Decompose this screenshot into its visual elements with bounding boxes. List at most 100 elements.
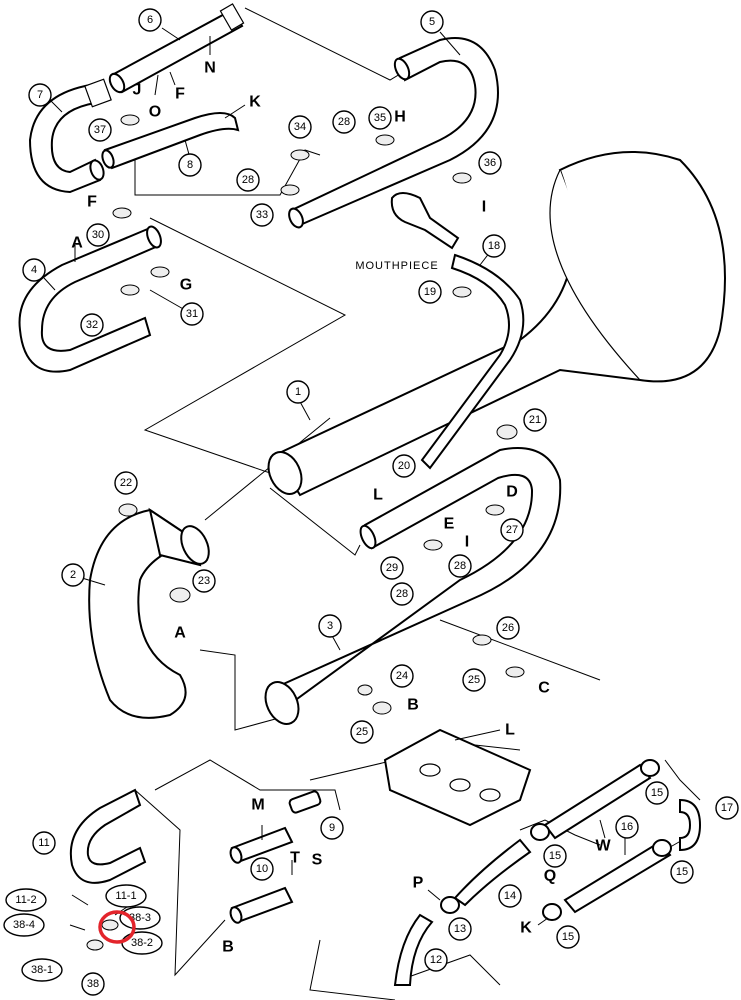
svg-text:29: 29 [386, 562, 398, 574]
svg-text:9: 9 [329, 822, 335, 834]
letter-M: M [251, 797, 264, 814]
callout-34: 34 [288, 115, 312, 139]
callout-38-4: 38-4 [3, 913, 45, 937]
callout-33: 33 [250, 203, 274, 227]
callout-37: 37 [88, 118, 112, 142]
letter-A-top: A [71, 235, 83, 252]
svg-text:3: 3 [327, 620, 333, 632]
svg-text:28: 28 [396, 588, 408, 600]
letter-I-mid: I [465, 534, 469, 551]
letter-N: N [204, 60, 216, 77]
callout-1: 1 [286, 380, 310, 404]
callout-20: 20 [392, 454, 416, 478]
callout-25-right: 25 [462, 668, 486, 692]
mouthpiece-label: MOUTHPIECE [355, 260, 438, 272]
letter-E: E [444, 516, 455, 533]
valve-block [383, 728, 532, 827]
part-10-tubes [229, 826, 294, 924]
svg-text:15: 15 [549, 850, 561, 862]
letter-I-top: I [482, 199, 486, 216]
callout-15-a: 15 [645, 781, 669, 805]
callout-11: 11 [32, 831, 56, 855]
part-8-tube [101, 112, 240, 170]
letter-D: D [506, 484, 518, 501]
svg-text:15: 15 [651, 787, 663, 799]
callout-28-right: 28 [448, 554, 472, 578]
svg-text:11-2: 11-2 [15, 894, 36, 906]
letter-T: T [290, 850, 300, 867]
svg-text:20: 20 [398, 460, 410, 472]
svg-text:4: 4 [31, 264, 37, 276]
svg-text:1: 1 [295, 386, 301, 398]
callout-29: 29 [380, 556, 404, 580]
letter-F-top: F [175, 86, 185, 103]
part-18-leadpipe [420, 253, 525, 470]
letter-K-top: K [249, 94, 261, 111]
svg-text:21: 21 [529, 414, 541, 426]
svg-text:32: 32 [86, 319, 98, 331]
callout-28-low: 28 [390, 582, 414, 606]
small-clamps [86, 114, 525, 951]
callout-11-1: 11-1 [105, 884, 147, 908]
part-12-tube [393, 913, 434, 986]
callout-27: 27 [500, 518, 524, 542]
callout-6: 6 [138, 8, 162, 32]
letter-L-bottom: L [505, 722, 515, 739]
callout-15-d: 15 [556, 925, 580, 949]
svg-text:14: 14 [504, 890, 516, 902]
callout-18: 18 [482, 234, 506, 258]
mouthpiece [390, 192, 460, 250]
callout-38: 38 [81, 972, 105, 996]
svg-text:38-4: 38-4 [13, 919, 35, 931]
callout-38-1: 38-1 [21, 958, 63, 982]
callout-5: 5 [420, 10, 444, 34]
letter-C: C [538, 680, 550, 697]
callout-22: 22 [114, 471, 138, 495]
callout-23: 23 [192, 569, 216, 593]
svg-text:25: 25 [468, 674, 480, 686]
callout-14: 14 [498, 884, 522, 908]
callout-19: 19 [418, 280, 442, 304]
callout-16: 16 [615, 815, 639, 839]
part-9-tube [288, 790, 322, 814]
svg-text:30: 30 [92, 229, 104, 241]
part-17-tube [679, 798, 702, 852]
svg-text:12: 12 [430, 954, 442, 966]
callout-4: 4 [22, 258, 46, 282]
callout-31: 31 [180, 302, 204, 326]
svg-text:37: 37 [94, 124, 106, 136]
svg-text:22: 22 [120, 477, 132, 489]
part-11-tube [69, 788, 147, 884]
letter-K-bottom: K [520, 920, 532, 937]
part-16-tubes [543, 763, 672, 914]
svg-text:38-1: 38-1 [31, 964, 53, 976]
letter-A-bottom: A [174, 625, 186, 642]
part-7-tube [28, 78, 112, 194]
letter-S: S [312, 852, 323, 869]
callout-17: 17 [715, 796, 739, 820]
svg-text:25: 25 [356, 726, 368, 738]
svg-text:33: 33 [256, 209, 268, 221]
ferrule-fittings [440, 759, 672, 921]
svg-text:7: 7 [37, 89, 43, 101]
callout-15-c: 15 [670, 860, 694, 884]
letter-H: H [394, 109, 406, 126]
callout-26: 26 [496, 616, 520, 640]
svg-text:15: 15 [676, 866, 688, 878]
svg-text:28: 28 [338, 116, 350, 128]
svg-text:36: 36 [484, 157, 496, 169]
svg-text:34: 34 [294, 121, 306, 133]
svg-text:17: 17 [721, 802, 733, 814]
callout-8: 8 [178, 153, 202, 177]
svg-text:28: 28 [242, 174, 254, 186]
part-5-tube [288, 37, 499, 229]
callout-3: 3 [318, 614, 342, 638]
sub-part-callouts: 11-2 11-1 38-4 38-3 38-2 38-1 [3, 884, 163, 982]
callout-36: 36 [478, 151, 502, 175]
letter-B-mid: B [407, 697, 419, 714]
svg-text:15: 15 [562, 931, 574, 943]
svg-text:16: 16 [621, 821, 633, 833]
callout-12: 12 [424, 948, 448, 972]
svg-text:8: 8 [187, 159, 193, 171]
